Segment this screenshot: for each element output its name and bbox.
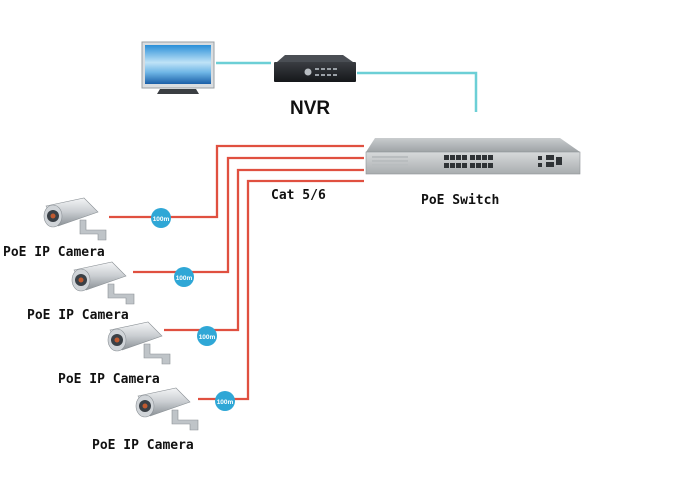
switch-ports	[444, 155, 562, 168]
nvr-front	[274, 62, 356, 82]
camera-icon	[107, 321, 171, 365]
network-cables	[216, 61, 478, 112]
camera-3-label: PoE IP Camera	[58, 372, 160, 387]
nvr-switch-cable	[357, 71, 478, 112]
camera-1-label: PoE IP Camera	[3, 245, 105, 260]
monitor-screen	[145, 45, 211, 84]
switch-label: PoE Switch	[421, 193, 500, 208]
camera-icon	[71, 261, 135, 305]
camera-3	[107, 321, 171, 365]
distance-badge-2-text: 100m	[176, 275, 193, 282]
monitor	[141, 41, 215, 94]
camera-4	[135, 387, 199, 431]
distance-badge-2: 100m	[174, 267, 194, 287]
poe-switch	[365, 138, 581, 175]
nvr-label: NVR	[290, 98, 331, 119]
camera-2	[71, 261, 135, 305]
switch-top	[366, 138, 580, 152]
poe-cables	[109, 144, 364, 401]
distance-badge-4-text: 100m	[217, 399, 234, 406]
monitor-stand	[157, 89, 199, 94]
camera-4-label: PoE IP Camera	[92, 438, 194, 453]
distance-badges: 100m 100m 100m 100m	[151, 208, 235, 411]
camera-icon	[43, 197, 107, 241]
distance-badge-1-text: 100m	[153, 216, 170, 223]
camera-2-label: PoE IP Camera	[27, 308, 129, 323]
distance-badge-3-text: 100m	[199, 334, 216, 341]
poe-cable-4	[198, 179, 364, 401]
distance-badge-4: 100m	[215, 391, 235, 411]
camera-icon	[135, 387, 199, 431]
nvr-device	[274, 55, 356, 82]
cable-type-label: Cat 5/6	[271, 188, 326, 203]
distance-badge-1: 100m	[151, 208, 171, 228]
nvr-top	[277, 55, 353, 62]
camera-1	[43, 197, 107, 241]
distance-badge-3: 100m	[197, 326, 217, 346]
poe-cable-3	[164, 168, 364, 332]
